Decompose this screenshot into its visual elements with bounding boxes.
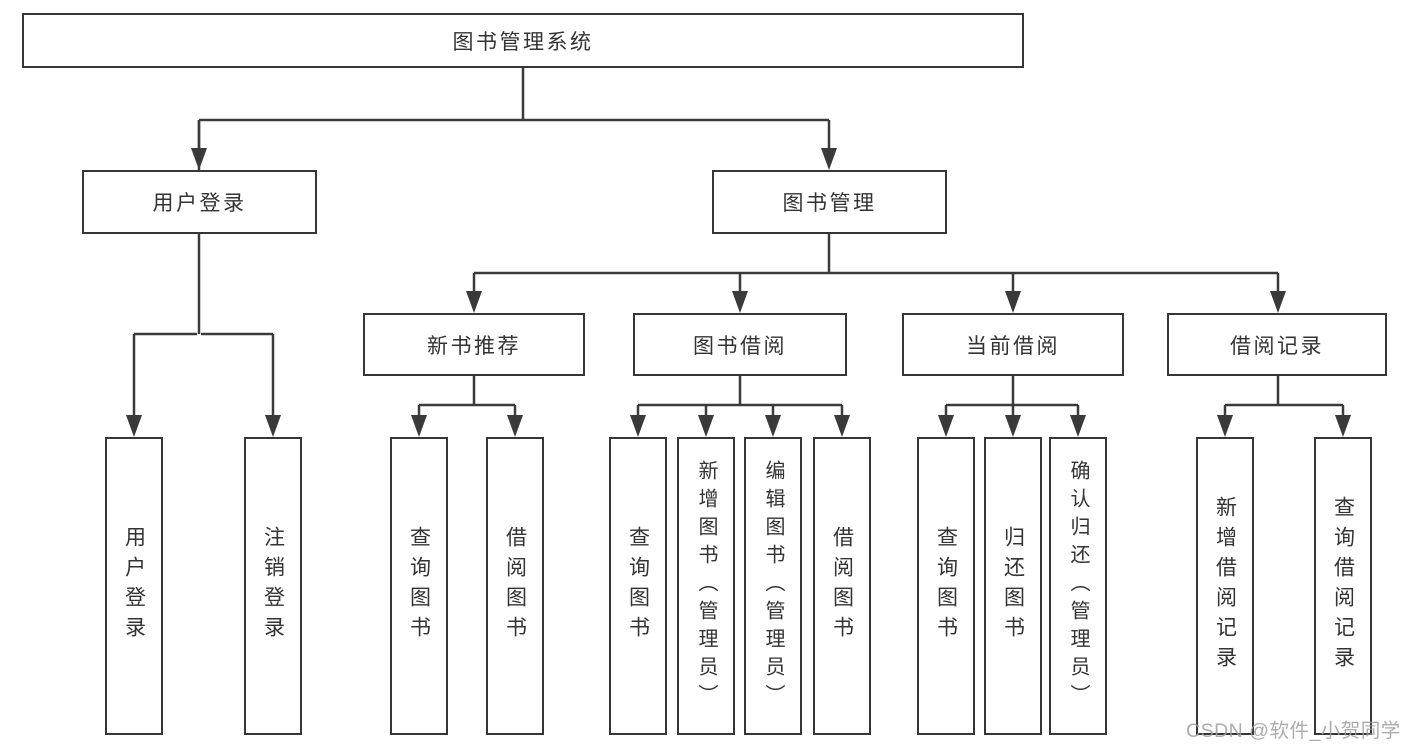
leaf-query-books: 查询图书 <box>390 437 448 735</box>
node-user-login: 用户登录 <box>82 170 317 234</box>
node-book-borrow: 图书借阅 <box>633 313 847 376</box>
node-label: 查询图书 <box>626 526 650 646</box>
leaf-borrow-books: 借阅图书 <box>486 437 544 735</box>
node-label: 新书推荐 <box>427 334 521 358</box>
node-new-book-recommend: 新书推荐 <box>363 313 585 376</box>
leaf-query-books: 查询图书 <box>609 437 667 735</box>
leaf-edit-books-admin: 编辑图书（管理员） <box>744 437 802 735</box>
node-label: 图书借阅 <box>693 334 787 358</box>
node-borrow-records: 借阅记录 <box>1167 313 1387 376</box>
node-label: 图书管理系统 <box>452 30 594 54</box>
node-label: 查询图书 <box>407 526 431 646</box>
leaf-user-login: 用户登录 <box>105 437 163 735</box>
node-label: 新增借阅记录 <box>1213 496 1237 676</box>
node-book-management: 图书管理 <box>712 170 947 234</box>
node-label: 归还图书 <box>1001 526 1025 646</box>
leaf-query-borrow-record: 查询借阅记录 <box>1314 437 1372 735</box>
node-label: 查询借阅记录 <box>1331 496 1355 676</box>
leaf-logout: 注销登录 <box>244 437 302 735</box>
node-label: 用户登录 <box>152 192 247 215</box>
node-root-system: 图书管理系统 <box>22 13 1024 68</box>
node-label: 借阅图书 <box>503 526 527 646</box>
node-label: 当前借阅 <box>966 334 1060 358</box>
node-label: 编辑图书（管理员） <box>762 460 784 712</box>
csdn-watermark: CSDN @软件_小贺同学 <box>1186 720 1401 742</box>
arrowheads <box>126 148 1351 437</box>
node-label: 查询图书 <box>934 526 958 646</box>
leaf-borrow-books: 借阅图书 <box>813 437 871 735</box>
node-label: 注销登录 <box>261 526 285 646</box>
leaf-return-books: 归还图书 <box>984 437 1042 735</box>
leaf-query-books: 查询图书 <box>917 437 975 735</box>
node-label: 借阅记录 <box>1230 334 1324 358</box>
node-label: 用户登录 <box>122 526 146 646</box>
node-label: 图书管理 <box>782 192 877 215</box>
node-current-borrow: 当前借阅 <box>902 313 1124 376</box>
leaf-confirm-return-admin: 确认归还（管理员） <box>1049 437 1107 735</box>
leaf-add-borrow-record: 新增借阅记录 <box>1196 437 1254 735</box>
node-label: 借阅图书 <box>830 526 854 646</box>
node-label: 新增图书（管理员） <box>695 460 717 712</box>
node-label: 确认归还（管理员） <box>1067 460 1089 712</box>
leaf-add-books-admin: 新增图书（管理员） <box>677 437 735 735</box>
